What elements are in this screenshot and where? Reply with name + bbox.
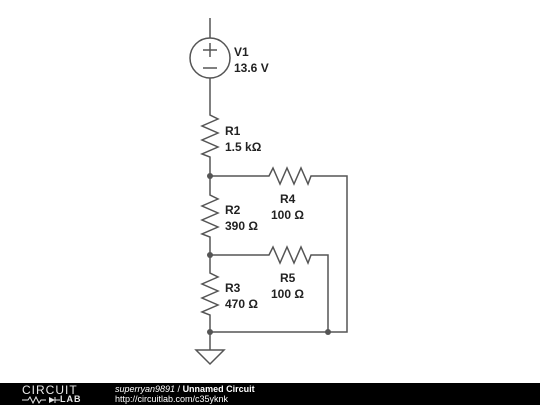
schematic-canvas: V1 13.6 V R1 1.5 kΩ R2 390 Ω R3 470 Ω R4… [189, 18, 348, 366]
footer-credit-line: superryan9891 / Unnamed Circuit [115, 384, 255, 394]
r5-value-label: 100 Ω [271, 287, 304, 301]
r1-value-label: 1.5 kΩ [225, 140, 262, 154]
r4-value-label: 100 Ω [271, 208, 304, 222]
r2-ref-label: R2 [225, 203, 241, 217]
logo-circuit-text: CIRCUIT [22, 383, 78, 397]
r5-resistor[interactable] [266, 245, 312, 265]
r1-ref-label: R1 [225, 124, 241, 138]
v1-body [189, 37, 231, 79]
r5-ref-label: R5 [280, 271, 296, 285]
r2-value-label: 390 Ω [225, 219, 258, 233]
r3-value-label: 470 Ω [225, 297, 258, 311]
wire-r5-return [312, 254, 329, 332]
r4-resistor[interactable] [266, 166, 312, 186]
author-name[interactable]: superryan9891 [115, 384, 176, 394]
junction-node-c [207, 329, 213, 335]
r3-ref-label: R3 [225, 281, 241, 295]
junction-node-a [207, 173, 213, 179]
circuit-url-link[interactable]: http://circuitlab.com/c35yknk [115, 394, 229, 404]
circuitlab-logo[interactable]: CIRCUIT LAB [22, 384, 112, 404]
logo-lab-text: LAB [60, 394, 82, 404]
ground-icon[interactable] [194, 349, 226, 366]
r3-resistor[interactable] [200, 270, 220, 316]
junction-node-d [325, 329, 331, 335]
circuit-title[interactable]: Unnamed Circuit [182, 384, 255, 394]
r1-resistor[interactable] [200, 112, 220, 158]
r2-resistor[interactable] [200, 192, 220, 238]
wire-r4-return [210, 175, 348, 333]
v1-voltage-source[interactable] [189, 37, 231, 79]
logo-wire-icon [22, 396, 60, 404]
footer-bar: CIRCUIT LAB superryan9891 / Unnamed Circ… [0, 383, 540, 405]
junction-dots [207, 173, 331, 335]
r4-ref-label: R4 [280, 192, 296, 206]
footer-url-line: http://circuitlab.com/c35yknk [115, 394, 228, 404]
title-separator: / [175, 384, 183, 394]
v1-value-label: 13.6 V [234, 61, 269, 75]
v1-ref-label: V1 [234, 45, 249, 59]
junction-node-b [207, 252, 213, 258]
